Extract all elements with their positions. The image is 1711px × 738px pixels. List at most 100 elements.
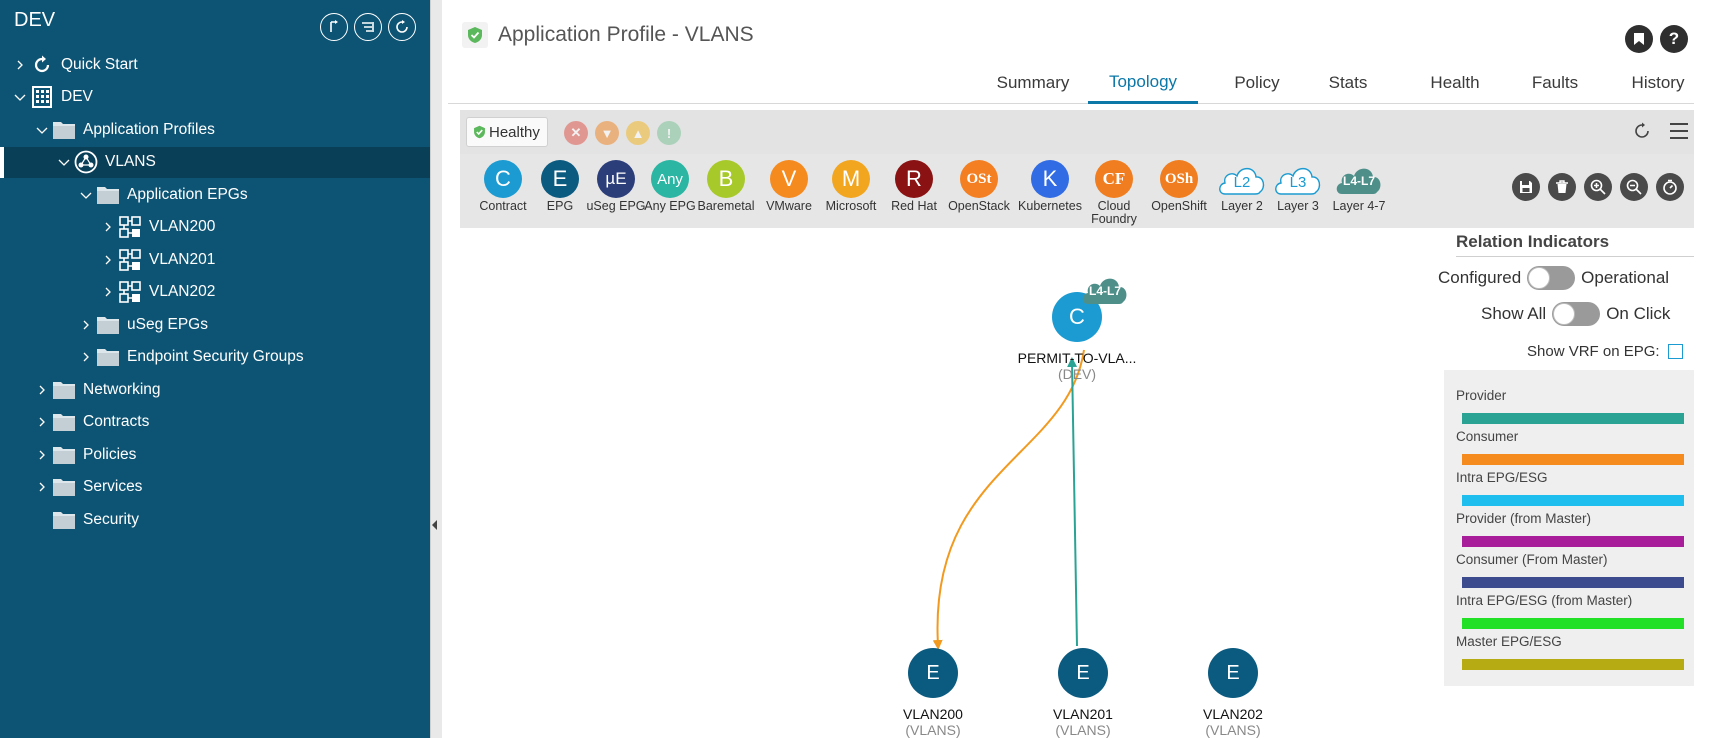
sidebar-item-application-profiles[interactable]: Application Profiles (0, 114, 430, 145)
help-button[interactable]: ? (1660, 25, 1688, 53)
sidebar-item-label: Services (83, 478, 143, 495)
chevron-down-icon[interactable] (36, 124, 48, 136)
chevron-down-icon[interactable] (58, 156, 70, 168)
sidebar-item-security[interactable]: Security (0, 504, 430, 535)
sidebar-item-dev[interactable]: DEV (0, 82, 430, 113)
tab-policy[interactable]: Policy (1234, 73, 1280, 92)
sidebar-item-useg-epgs[interactable]: uSeg EPGs (0, 309, 430, 340)
connection-lines (932, 349, 1085, 650)
panel-splitter[interactable] (430, 0, 442, 738)
refresh-icon[interactable] (388, 13, 416, 41)
palette-glyph: E (541, 160, 579, 198)
sidebar-item-quick-start[interactable]: Quick Start (0, 49, 430, 80)
refresh-topology-button[interactable] (1632, 121, 1652, 146)
chevron-right-icon[interactable] (102, 221, 114, 233)
tab-health[interactable]: Health (1430, 73, 1480, 92)
zoom-in-button[interactable] (1584, 173, 1612, 201)
tab-summary[interactable]: Summary (996, 73, 1070, 92)
quick-start-icon[interactable] (320, 13, 348, 41)
chevron-right-icon[interactable] (36, 449, 48, 461)
health-status-badge[interactable]: Healthy (466, 117, 548, 147)
chevron-down-icon[interactable] (80, 189, 92, 201)
sidebar-item-vlan200[interactable]: VLAN200 (0, 212, 430, 243)
folder-icon (52, 476, 76, 498)
show-vrf-checkbox[interactable] (1667, 344, 1683, 359)
epg-node-vlan202[interactable]: E (1208, 648, 1258, 698)
sidebar-item-policies[interactable]: Policies (0, 439, 430, 470)
relation-indicators-title: Relation Indicators (1456, 232, 1610, 251)
toggle-right-label: Operational (1581, 268, 1670, 287)
list-icon[interactable] (354, 13, 382, 41)
chevron-right-icon[interactable] (80, 319, 92, 331)
zoom-out-button[interactable] (1620, 173, 1648, 201)
chevron-right-icon[interactable] (102, 254, 114, 266)
sidebar-item-contracts[interactable]: Contracts (0, 407, 430, 438)
collapse-arrow-icon[interactable] (432, 520, 437, 530)
chevron-right-icon[interactable] (36, 481, 48, 493)
legend-label: Consumer (1456, 429, 1519, 444)
chevron-down-icon[interactable] (14, 91, 26, 103)
sidebar-item-endpoint-security-groups[interactable]: Endpoint Security Groups (0, 342, 430, 373)
sidebar-item-networking[interactable]: Networking (0, 374, 430, 405)
menu-button[interactable] (1668, 120, 1690, 147)
tab-history[interactable]: History (1631, 73, 1685, 92)
chevron-right-icon[interactable] (80, 351, 92, 363)
relation-indicators-divider (1456, 256, 1694, 257)
epg-icon (118, 216, 142, 238)
reset-view-button[interactable] (1656, 173, 1684, 201)
sidebar-title: DEV (14, 9, 56, 31)
sidebar-item-application-epgs[interactable]: Application EPGs (0, 179, 430, 210)
tab-faults[interactable]: Faults (1531, 73, 1579, 92)
critical-fault-icon[interactable]: ✕ (564, 121, 588, 145)
toggle-left-label: Configured (1438, 268, 1522, 287)
sidebar-item-services[interactable]: Services (0, 472, 430, 503)
sidebar-item-label: Quick Start (61, 55, 138, 73)
chevron-right-icon[interactable] (102, 286, 114, 298)
chevron-right-icon[interactable] (36, 416, 48, 428)
chevron-right-icon[interactable] (14, 59, 26, 71)
show-all-on-click-toggle[interactable] (1552, 302, 1601, 326)
configured-operational-toggle-row: Configured Operational (1438, 266, 1669, 290)
sidebar-item-vlans[interactable]: VLANS (0, 146, 430, 178)
bookmark-button[interactable] (1625, 25, 1653, 53)
folder-icon (52, 509, 76, 531)
palette-glyph: L4-L7 (1342, 174, 1375, 188)
palette-label: uSeg EPG (586, 199, 646, 213)
sidebar-item-label: VLAN202 (149, 283, 216, 300)
minor-fault-icon[interactable]: ▲ (626, 121, 650, 145)
tab-stats[interactable]: Stats (1328, 73, 1368, 92)
epg-node-vlan200[interactable]: E (908, 648, 958, 698)
warning-fault-icon[interactable]: ! (657, 121, 681, 145)
chevron-right-icon[interactable] (36, 384, 48, 396)
sidebar-item-vlan202[interactable]: VLAN202 (0, 277, 430, 308)
save-button[interactable] (1512, 173, 1540, 201)
sidebar-item-label: VLAN200 (149, 218, 216, 235)
sidebar-item-vlan201[interactable]: VLAN201 (0, 244, 430, 275)
cloud-icon: L3 (1273, 160, 1323, 198)
page-header: Application Profile - VLANS (462, 22, 754, 48)
epg-node-vlan201[interactable]: E (1058, 648, 1108, 698)
configured-operational-toggle[interactable] (1527, 266, 1576, 290)
major-fault-icon[interactable]: ▼ (595, 121, 619, 145)
tab-topology[interactable]: Topology (1088, 62, 1198, 104)
tab-bar: Summary Topology Policy Stats Health Faults Hi… (448, 62, 1694, 104)
tenant-icon (30, 86, 54, 108)
delete-button[interactable] (1548, 173, 1576, 201)
folder-icon (52, 444, 76, 466)
